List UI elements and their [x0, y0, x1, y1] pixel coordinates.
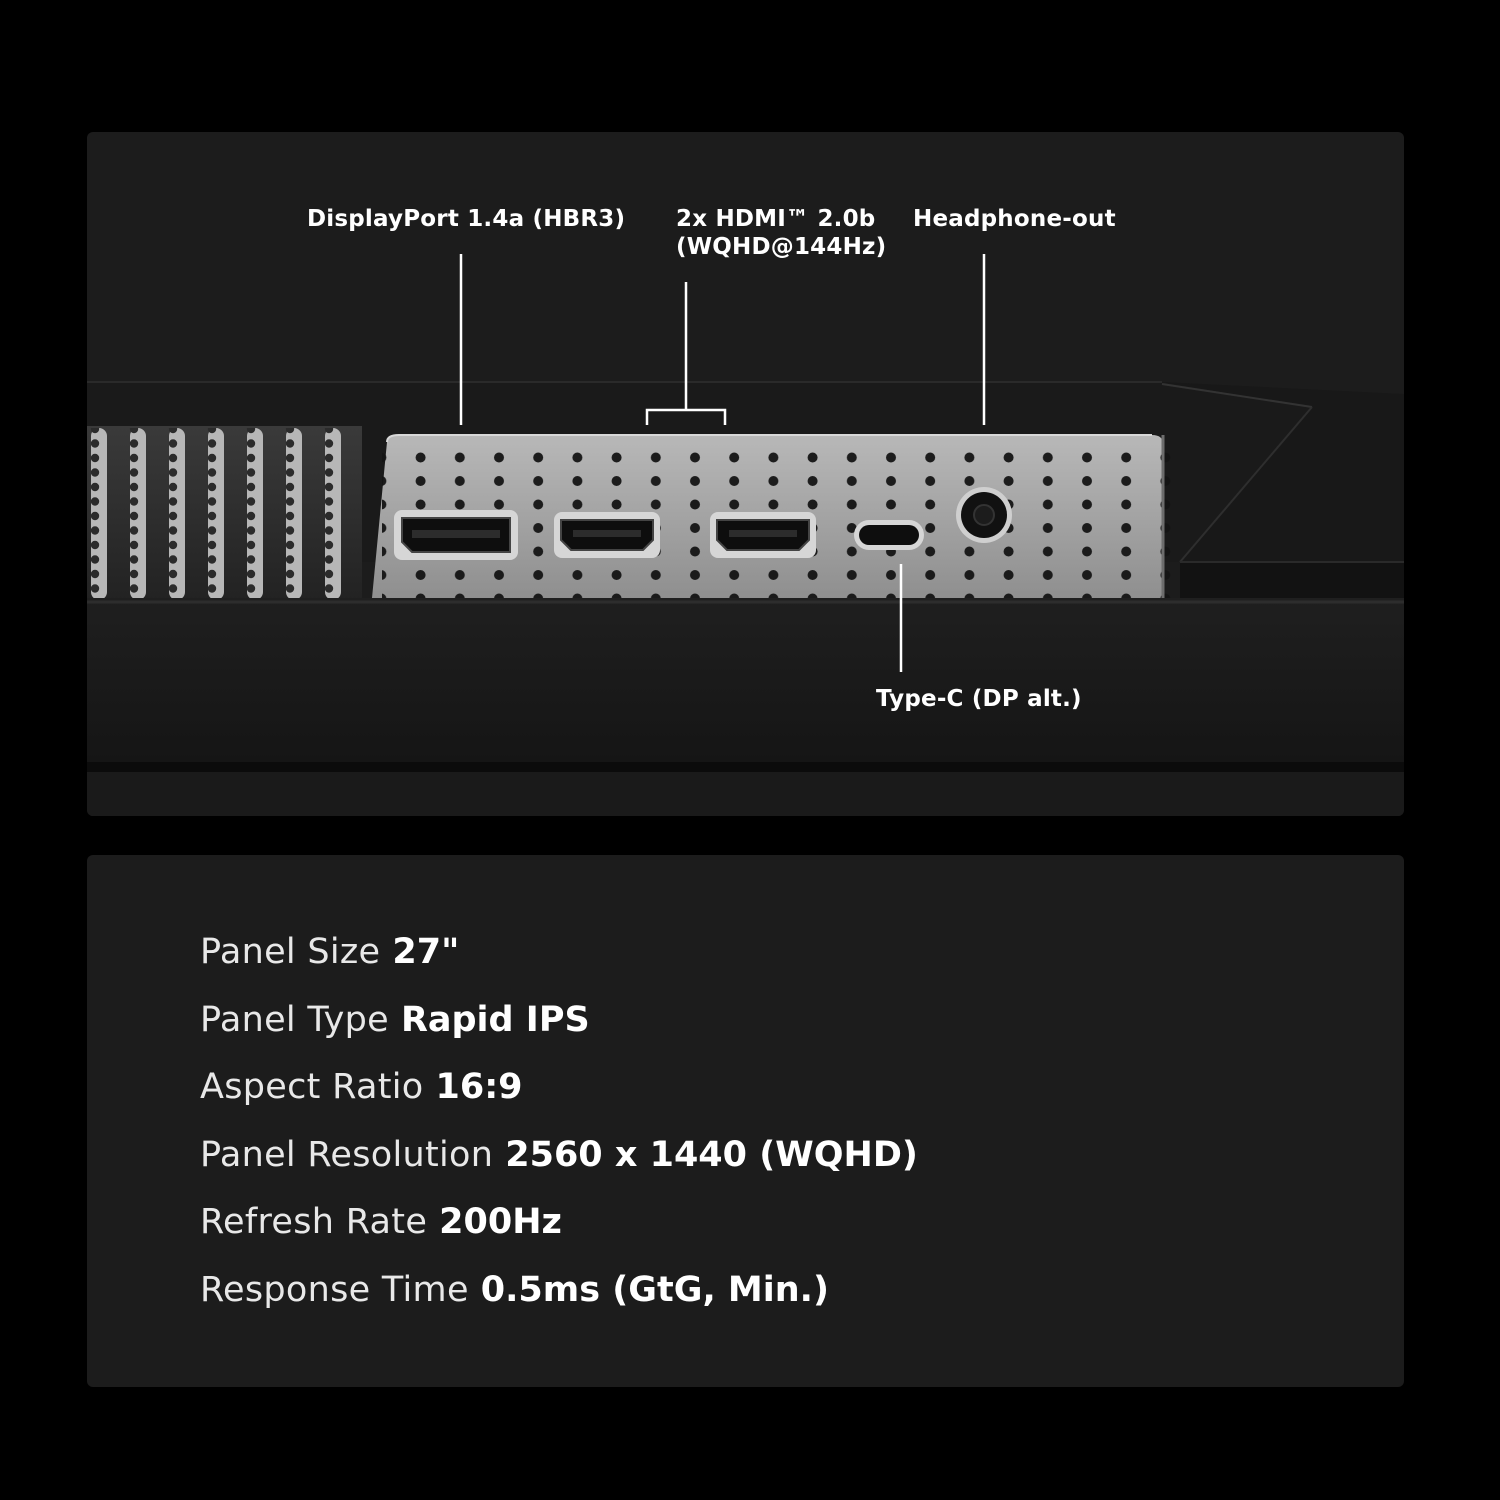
hdmi-port-2-icon: [710, 512, 816, 558]
spec-row-refresh-rate: Refresh Rate 200Hz: [200, 1197, 918, 1265]
spec-row-response-time: Response Time 0.5ms (GtG, Min.): [200, 1265, 918, 1333]
spec-label: Panel Resolution: [200, 1134, 494, 1175]
spec-row-aspect-ratio: Aspect Ratio 16:9: [200, 1062, 918, 1130]
ports-panel: DisplayPort 1.4a (HBR3) 2x HDMI™ 2.0b (W…: [87, 132, 1404, 816]
headphone-out-label: Headphone-out: [913, 206, 1116, 232]
hdmi-label-line1: 2x HDMI™ 2.0b: [676, 206, 876, 232]
displayport-port-icon: [394, 510, 518, 560]
headphone-jack-icon: [956, 487, 1012, 543]
spec-row-panel-type: Panel Type Rapid IPS: [200, 995, 918, 1063]
spec-label: Aspect Ratio: [200, 1067, 424, 1107]
callout-lines: [459, 254, 986, 672]
hdmi-port-1-icon: [554, 512, 660, 558]
monitor-rear-illustration: [87, 254, 1404, 816]
displayport-label: DisplayPort 1.4a (HBR3): [307, 206, 626, 232]
monitor-lower-body: [87, 598, 1404, 762]
spec-label: Response Time: [200, 1269, 469, 1310]
spec-row-panel-size: Panel Size 27": [200, 927, 918, 995]
specs-panel: Panel Size 27" Panel Type Rapid IPS Aspect…: [87, 855, 1404, 1387]
spec-label: Refresh Rate: [200, 1202, 428, 1242]
spec-row-panel-resolution: Panel Resolution 2560 x 1440 (WQHD): [200, 1130, 918, 1198]
spec-label: Panel Type: [200, 999, 389, 1040]
spec-value: 200Hz: [439, 1202, 562, 1242]
spec-value: 0.5ms (GtG, Min.): [480, 1269, 829, 1310]
spec-value: 2560 x 1440 (WQHD): [505, 1134, 918, 1175]
type-c-label: Type-C (DP alt.): [876, 686, 1082, 712]
type-c-port-icon: [854, 520, 924, 550]
spec-value: 27": [392, 932, 460, 972]
spec-value: Rapid IPS: [400, 999, 590, 1040]
hdmi-label: 2x HDMI™ 2.0b (WQHD@144Hz): [676, 205, 886, 261]
spec-list: Panel Size 27" Panel Type Rapid IPS Aspect…: [200, 927, 918, 1332]
hdmi-label-line2: (WQHD@144Hz): [676, 234, 887, 260]
spec-label: Panel Size: [200, 932, 381, 972]
spec-value: 16:9: [435, 1067, 523, 1107]
